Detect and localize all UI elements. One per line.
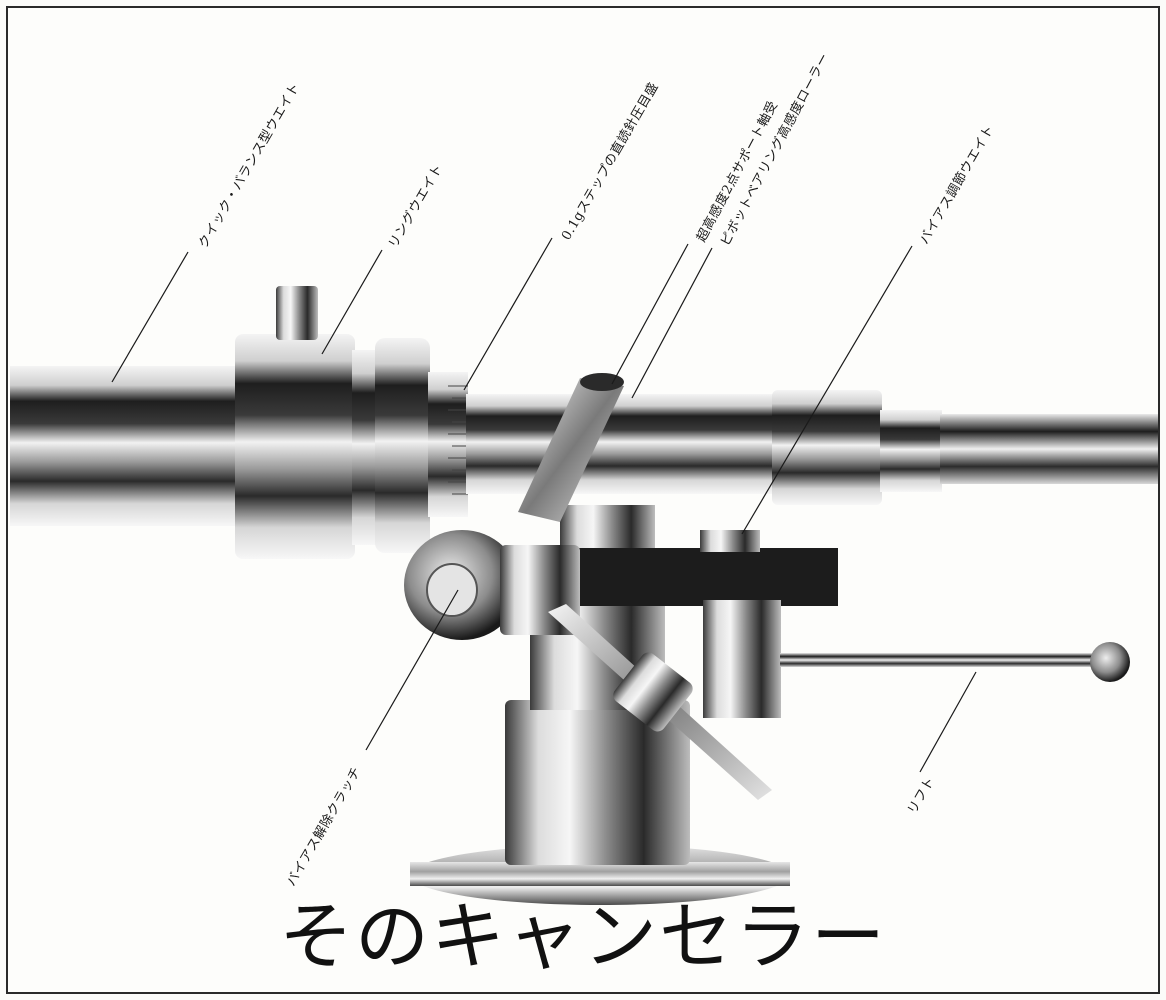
leader-pivot-2 bbox=[631, 247, 713, 399]
counterweight-tube bbox=[10, 366, 240, 526]
leader-ring-weight bbox=[321, 249, 383, 355]
bias-plate bbox=[560, 548, 838, 606]
lift-knob bbox=[1090, 642, 1130, 682]
bias-weight bbox=[613, 652, 693, 732]
leader-pivot-1 bbox=[611, 243, 689, 385]
ring-weight bbox=[235, 334, 355, 559]
lift-column bbox=[703, 600, 781, 718]
leader-quick-balance bbox=[111, 251, 189, 383]
headline: そのキャンセラー bbox=[279, 894, 887, 980]
pivot-rod-upper bbox=[518, 378, 624, 522]
lift-rod bbox=[780, 653, 1100, 667]
leader-lift bbox=[919, 671, 977, 773]
knurled-collar bbox=[375, 338, 430, 553]
leader-bias-adjust bbox=[741, 245, 913, 535]
lower-pillar bbox=[505, 700, 690, 865]
leader-bias-release bbox=[365, 589, 459, 751]
arm-tube bbox=[466, 394, 778, 494]
leader-tracking-scale bbox=[463, 237, 553, 391]
